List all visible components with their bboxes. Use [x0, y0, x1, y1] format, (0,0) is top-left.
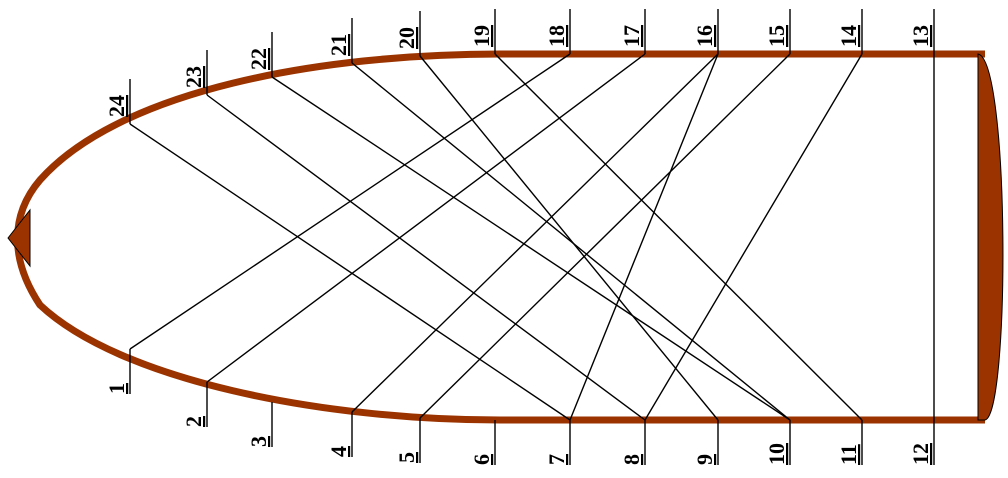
- wire-group: [129, 53, 935, 421]
- wire-8-23: [206, 94, 646, 421]
- point-label-23: 23: [181, 66, 206, 88]
- point-label-3: 3: [246, 436, 271, 447]
- point-label-21: 21: [326, 34, 351, 56]
- point-label-5: 5: [394, 452, 419, 463]
- point-label-20: 20: [394, 27, 419, 49]
- wire-11-19: [494, 53, 863, 421]
- point-label-10: 10: [764, 443, 789, 465]
- wire-4-16: [351, 53, 719, 413]
- point-label-11: 11: [836, 444, 861, 465]
- point-label-4: 4: [326, 446, 351, 457]
- wire-5-15: [419, 53, 791, 419]
- wire-2-17: [206, 53, 646, 383]
- wire-7-24: [129, 123, 571, 421]
- wire-8-14: [644, 53, 863, 421]
- hull-outline: [14, 50, 985, 424]
- point-label-18: 18: [544, 25, 569, 47]
- wire-9-20: [419, 55, 719, 421]
- point-label-16: 16: [692, 25, 717, 47]
- point-label-12: 12: [908, 443, 933, 465]
- point-label-6: 6: [469, 454, 494, 465]
- point-label-13: 13: [908, 25, 933, 47]
- point-label-15: 15: [764, 25, 789, 47]
- point-label-2: 2: [181, 416, 206, 427]
- stern-cap: [977, 53, 1004, 421]
- point-label-8: 8: [619, 454, 644, 465]
- point-label-24: 24: [104, 95, 129, 117]
- point-label-9: 9: [692, 454, 717, 465]
- point-label-7: 7: [544, 454, 569, 465]
- point-label-17: 17: [619, 25, 644, 47]
- wire-7-16: [569, 53, 719, 421]
- bow-tip-marker: [7, 208, 31, 268]
- tick-group: [129, 9, 935, 465]
- wire-10-21: [351, 62, 791, 421]
- wire-10-22: [271, 76, 791, 421]
- point-label-22: 22: [246, 48, 271, 70]
- point-label-19: 19: [469, 25, 494, 47]
- point-label-14: 14: [836, 25, 861, 47]
- point-label-1: 1: [104, 383, 129, 394]
